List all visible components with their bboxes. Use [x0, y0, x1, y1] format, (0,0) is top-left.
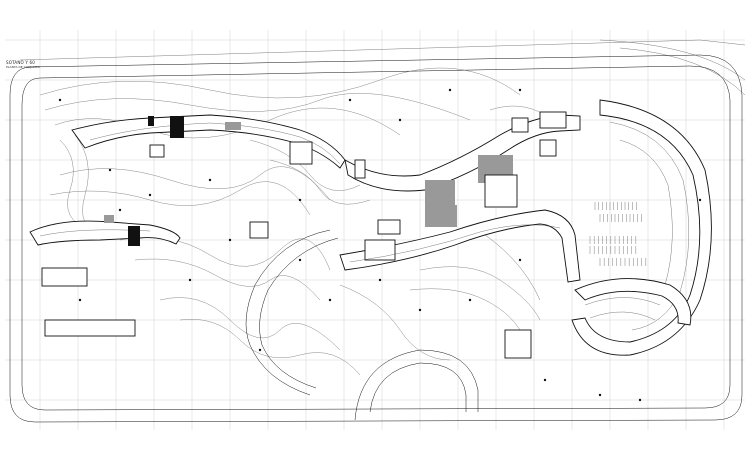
survey-point — [108, 168, 112, 172]
survey-point — [543, 378, 547, 382]
sheet-subtitle: PLANTA DE CONJUNTO — [6, 65, 40, 69]
survey-point — [378, 278, 382, 282]
sheet-title: SOTANO Y 60 — [6, 60, 35, 65]
survey-points — [58, 88, 702, 402]
survey-point — [228, 238, 232, 242]
survey-point — [298, 198, 302, 202]
survey-point — [58, 98, 62, 102]
survey-point — [518, 88, 522, 92]
survey-point — [348, 98, 352, 102]
entrance-loop — [354, 349, 479, 421]
perimeter-road — [9, 39, 746, 423]
survey-point — [638, 398, 642, 402]
survey-point — [598, 393, 602, 397]
survey-point — [398, 118, 402, 122]
survey-point — [698, 198, 702, 202]
survey-point — [328, 298, 332, 302]
survey-point — [148, 193, 152, 197]
survey-point — [518, 258, 522, 262]
survey-point — [78, 298, 82, 302]
survey-point — [208, 178, 212, 182]
survey-point — [448, 88, 452, 92]
survey-point — [468, 298, 472, 302]
central-wing-building — [344, 111, 581, 205]
survey-point — [418, 308, 422, 312]
parking-rows — [589, 202, 647, 266]
east-ring-building — [571, 99, 712, 356]
survey-point — [258, 348, 262, 352]
outbuildings — [41, 139, 557, 359]
survey-point — [188, 278, 192, 282]
east-connector-wing — [339, 174, 581, 283]
west-wing-building — [71, 114, 346, 169]
survey-point — [298, 258, 302, 262]
south-west-wing-building — [29, 215, 181, 246]
survey-point — [118, 208, 122, 212]
